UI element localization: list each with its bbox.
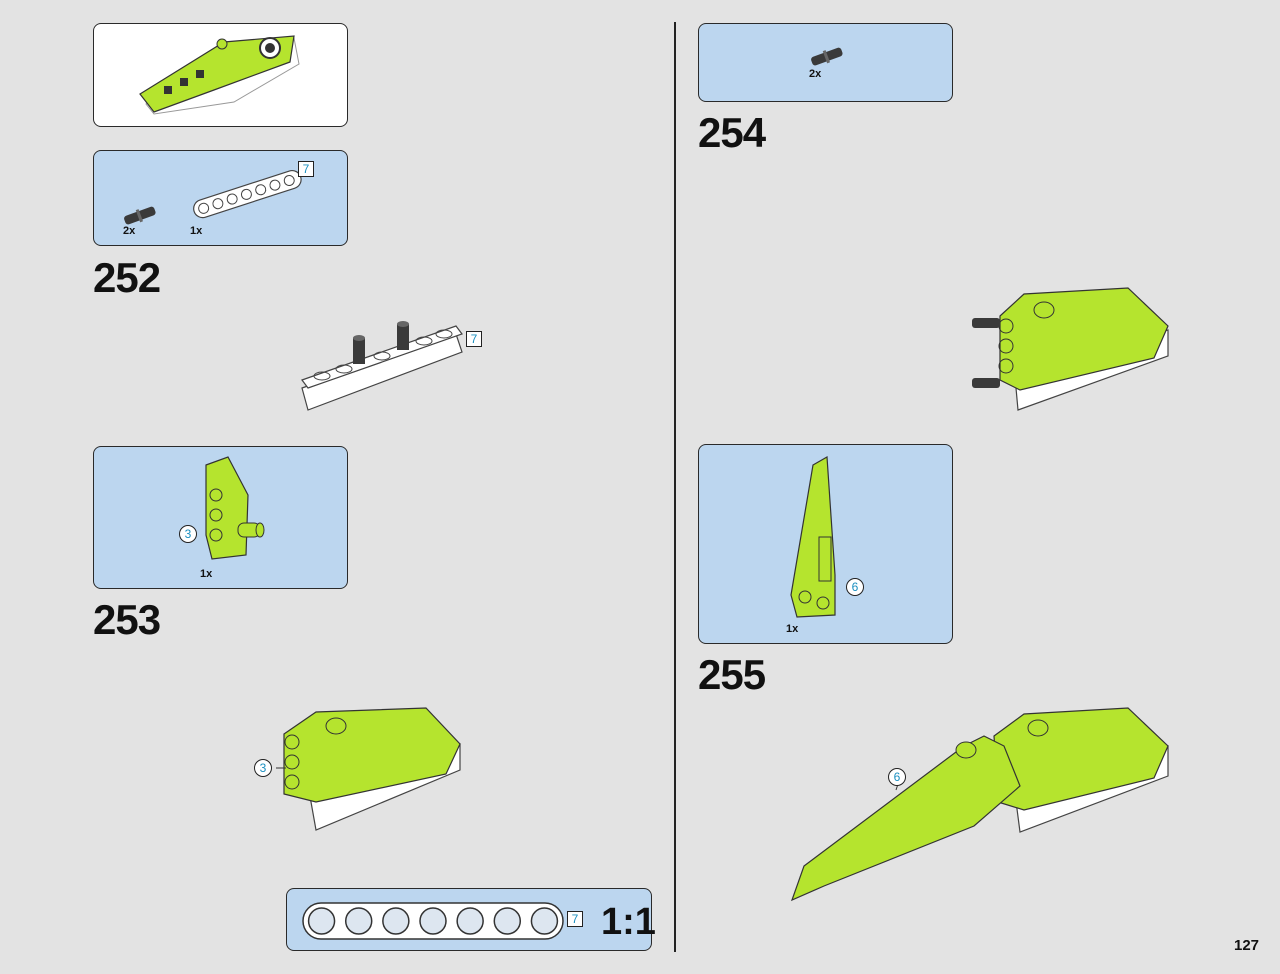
step-253-parts-panel: 3 1x	[93, 446, 348, 589]
ruler-hole	[456, 907, 484, 935]
step-253-assembly-callout: 3	[254, 759, 272, 777]
scale-ruler-panel: 7 1:1	[286, 888, 656, 951]
preview-panel	[93, 23, 348, 127]
lime-long-panel-assembly-icon	[790, 456, 836, 618]
white-liftarm-7-icon	[193, 169, 302, 219]
ruler-hole	[530, 907, 559, 935]
ruler-length: 7	[567, 911, 583, 927]
step-252-assembly-length: 7	[466, 331, 482, 347]
lime-panel-assembly-icon	[205, 456, 265, 560]
liftarm-with-pins-icon	[301, 321, 463, 411]
assembled-wing-preview-icon	[139, 35, 300, 115]
ruler-scale-label: 1:1	[601, 901, 656, 943]
black-friction-pin-icon	[124, 206, 156, 225]
page-divider	[674, 22, 676, 952]
step-255-parts-callout: 6	[846, 578, 864, 596]
step-253-parts-callout: 3	[179, 525, 197, 543]
wing-section-with-pins-icon	[972, 287, 1169, 411]
ruler-hole	[493, 907, 522, 935]
step-253-part-qty: 1x	[200, 568, 213, 580]
step-252-pin-qty: 2x	[123, 225, 136, 237]
black-friction-pin-icon	[811, 47, 843, 66]
ruler-hole	[382, 907, 410, 935]
ruler-hole	[307, 907, 336, 935]
ruler-hole	[344, 907, 373, 935]
step-254-pin-qty: 2x	[809, 68, 822, 80]
step-255-number: 255	[698, 651, 766, 698]
ruler-liftarm-icon	[302, 902, 564, 940]
step-253-number: 253	[93, 596, 161, 643]
ruler-hole	[419, 907, 447, 935]
step-252-parts-panel: 2x 1x 7	[93, 150, 348, 246]
wing-section-assembly-icon	[276, 707, 461, 831]
step-252-liftarm-qty: 1x	[190, 225, 203, 237]
step-254-parts-panel: 2x	[698, 23, 953, 102]
step-252-number: 252	[93, 254, 161, 301]
step-255-part-qty: 1x	[786, 623, 799, 635]
step-255-parts-panel: 6 1x	[698, 444, 953, 644]
step-254-number: 254	[698, 109, 766, 156]
extended-wing-assembly-icon	[790, 707, 1169, 902]
step-252-liftarm-length: 7	[298, 161, 314, 177]
page-number: 127	[1234, 937, 1260, 954]
step-255-assembly-callout: 6	[888, 768, 906, 786]
